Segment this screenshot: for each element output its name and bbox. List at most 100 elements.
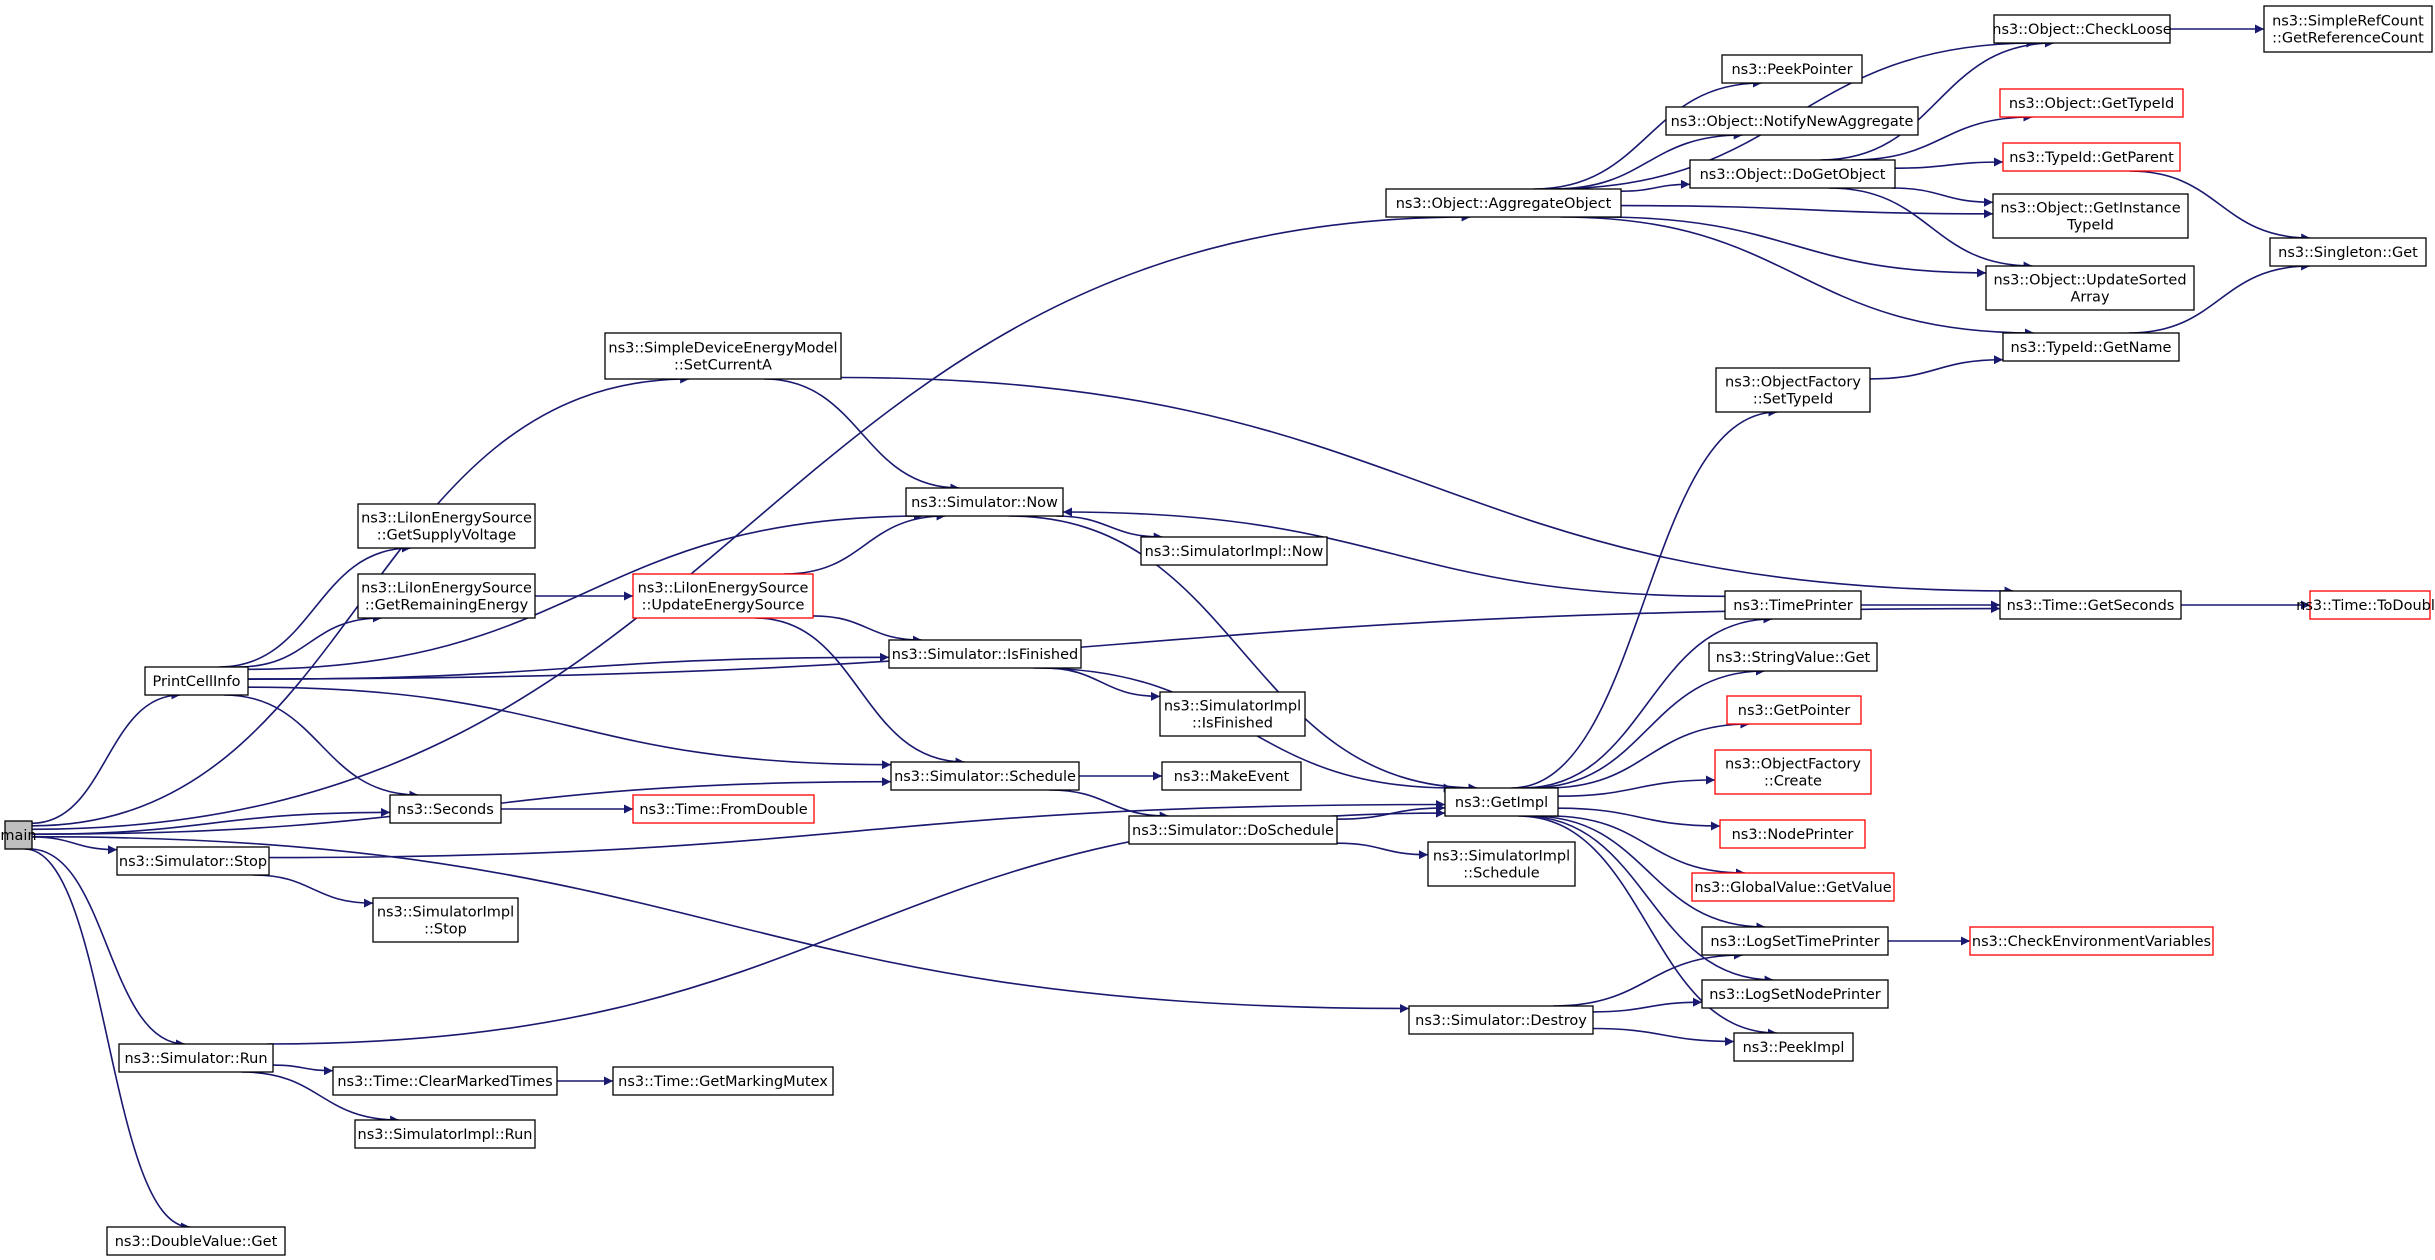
node-printcellinfo[interactable]: PrintCellInfo	[144, 666, 249, 696]
node-time_todouble[interactable]: ns3::Time::ToDouble	[2296, 590, 2435, 620]
node-label-liion_supply-1: ::GetSupplyVoltage	[377, 528, 516, 544]
node-liion_remaining[interactable]: ns3::LiIonEnergySource::GetRemainingEner…	[357, 573, 536, 619]
node-getpointer[interactable]: ns3::GetPointer	[1726, 695, 1862, 725]
node-stringvalue_get[interactable]: ns3::StringValue::Get	[1708, 642, 1878, 672]
edge-printcellinfo-to-seconds	[223, 694, 419, 800]
node-box-simimpl_run	[354, 1119, 536, 1149]
node-time_getseconds[interactable]: ns3::Time::GetSeconds	[1999, 590, 2182, 620]
edge-getimpl-to-logsettimeprinter	[1531, 815, 1766, 932]
node-box-liion_update	[632, 573, 814, 619]
node-box-getpointer	[1726, 695, 1862, 725]
node-sim_doschedule[interactable]: ns3::Simulator::DoSchedule	[1128, 815, 1338, 845]
edges-layer	[24, 24, 2311, 1232]
node-obj_dogetobject[interactable]: ns3::Object::DoGetObject	[1689, 159, 1896, 189]
node-main[interactable]: main	[0, 820, 37, 850]
node-box-simimpl_stop	[372, 897, 519, 943]
node-simimpl_now[interactable]: ns3::SimulatorImpl::Now	[1140, 536, 1328, 566]
node-obj_notifynew[interactable]: ns3::Object::NotifyNewAggregate	[1665, 106, 1919, 136]
node-doublevalue_get[interactable]: ns3::DoubleValue::Get	[106, 1226, 286, 1256]
edge-sim_stop-to-simimpl_stop	[252, 874, 374, 908]
node-liion_supply[interactable]: ns3::LiIonEnergySource::GetSupplyVoltage	[357, 503, 536, 549]
node-label-liion_remaining-0: ns3::LiIonEnergySource	[361, 581, 532, 597]
node-box-liion_remaining	[357, 573, 536, 619]
node-label-sim_run-0: ns3::Simulator::Run	[124, 1051, 267, 1067]
node-box-typeid_getname	[2002, 332, 2180, 362]
node-time_clearmarked[interactable]: ns3::Time::ClearMarkedTimes	[332, 1066, 558, 1096]
node-typeid_getparent[interactable]: ns3::TypeId::GetParent	[2002, 142, 2181, 172]
node-box-nodeprinter	[1719, 819, 1866, 849]
node-label-time_getseconds-0: ns3::Time::GetSeconds	[2007, 598, 2175, 614]
node-label-obj_checkloose-0: ns3::Object::CheckLoose	[1992, 22, 2171, 38]
node-timeprinter[interactable]: ns3::TimePrinter	[1724, 590, 1862, 620]
node-label-liion_update-1: ::UpdateEnergySource	[642, 598, 805, 614]
node-box-time_clearmarked	[332, 1066, 558, 1096]
node-obj_aggregate[interactable]: ns3::Object::AggregateObject	[1385, 188, 1622, 218]
edge-getimpl-to-logsetnodeprinter	[1522, 815, 1774, 985]
edge-sim_doschedule-to-getimpl	[1336, 803, 1446, 820]
node-label-objfactory_settypeid-1: ::SetTypeId	[1753, 392, 1833, 408]
node-peekimpl[interactable]: ns3::PeekImpl	[1733, 1032, 1854, 1062]
node-seconds[interactable]: ns3::Seconds	[389, 794, 502, 824]
node-checkenvvars[interactable]: ns3::CheckEnvironmentVariables	[1969, 926, 2214, 956]
node-sim_stop[interactable]: ns3::Simulator::Stop	[116, 846, 270, 876]
node-label-peekpointer-0: ns3::PeekPointer	[1731, 62, 1852, 78]
node-sim_isfinished[interactable]: ns3::Simulator::IsFinished	[888, 639, 1082, 669]
node-time_getmarkingmutex[interactable]: ns3::Time::GetMarkingMutex	[612, 1066, 834, 1096]
node-box-seconds	[389, 794, 502, 824]
node-label-liion_remaining-1: ::GetRemainingEnergy	[365, 598, 529, 614]
node-objfactory_create[interactable]: ns3::ObjectFactory::Create	[1714, 749, 1872, 795]
node-label-time_todouble-0: ns3::Time::ToDouble	[2296, 598, 2435, 614]
node-obj_checkloose[interactable]: ns3::Object::CheckLoose	[1992, 14, 2172, 44]
node-box-sim_doschedule	[1128, 815, 1338, 845]
edge-sdem_setcurrent-to-sim_now	[764, 378, 960, 493]
node-singleton_get[interactable]: ns3::Singleton::Get	[2269, 237, 2427, 267]
node-box-objfactory_settypeid	[1715, 367, 1871, 413]
node-globalvalue_getvalue[interactable]: ns3::GlobalValue::GetValue	[1691, 872, 1895, 902]
node-simimpl_schedule[interactable]: ns3::SimulatorImpl::Schedule	[1427, 841, 1576, 887]
edge-objfactory_settypeid-to-typeid_getname	[1869, 355, 2004, 380]
node-label-sdem_setcurrent-0: ns3::SimpleDeviceEnergyModel	[608, 341, 837, 357]
node-simimpl_stop[interactable]: ns3::SimulatorImpl::Stop	[372, 897, 519, 943]
node-time_fromdouble[interactable]: ns3::Time::FromDouble	[632, 794, 815, 824]
node-label-doublevalue_get-0: ns3::DoubleValue::Get	[115, 1234, 278, 1250]
node-simimpl_run[interactable]: ns3::SimulatorImpl::Run	[354, 1119, 536, 1149]
node-label-objfactory_create-1: ::Create	[1764, 774, 1822, 790]
node-logsettimeprinter[interactable]: ns3::LogSetTimePrinter	[1701, 926, 1889, 956]
edge-obj_dogetobject-to-obj_getinstance	[1891, 187, 1994, 207]
node-nodeprinter[interactable]: ns3::NodePrinter	[1719, 819, 1866, 849]
node-sim_now[interactable]: ns3::Simulator::Now	[905, 487, 1064, 517]
edge-obj_dogetobject-to-obj_gettypeid	[1851, 112, 2033, 161]
node-simimpl_isfinished[interactable]: ns3::SimulatorImpl::IsFinished	[1159, 691, 1306, 737]
node-box-getimpl	[1444, 787, 1559, 817]
node-sim_run[interactable]: ns3::Simulator::Run	[118, 1043, 274, 1073]
node-peekpointer[interactable]: ns3::PeekPointer	[1721, 54, 1863, 84]
edge-sim_schedule-to-sim_doschedule	[1049, 789, 1169, 821]
node-box-obj_updatesorted	[1985, 265, 2195, 311]
node-sim_destroy[interactable]: ns3::Simulator::Destroy	[1408, 1005, 1594, 1035]
node-makeevent[interactable]: ns3::MakeEvent	[1161, 761, 1302, 791]
node-sim_schedule[interactable]: ns3::Simulator::Schedule	[890, 761, 1080, 791]
node-label-getimpl-0: ns3::GetImpl	[1455, 795, 1548, 811]
node-typeid_getname[interactable]: ns3::TypeId::GetName	[2002, 332, 2180, 362]
node-objfactory_settypeid[interactable]: ns3::ObjectFactory::SetTypeId	[1715, 367, 1871, 413]
node-simplerefcount[interactable]: ns3::SimpleRefCount::GetReferenceCount	[2263, 5, 2433, 53]
node-getimpl[interactable]: ns3::GetImpl	[1444, 787, 1559, 817]
node-label-globalvalue_getvalue-0: ns3::GlobalValue::GetValue	[1694, 880, 1891, 896]
node-obj_gettypeid[interactable]: ns3::Object::GetTypeId	[1999, 88, 2184, 118]
node-sdem_setcurrent[interactable]: ns3::SimpleDeviceEnergyModel::SetCurrent…	[604, 332, 842, 380]
edge-typeid_getparent-to-singleton_get	[2129, 170, 2311, 243]
node-label-obj_getinstance-0: ns3::Object::GetInstance	[2000, 201, 2180, 217]
node-box-peekimpl	[1733, 1032, 1854, 1062]
node-liion_update[interactable]: ns3::LiIonEnergySource::UpdateEnergySour…	[632, 573, 814, 619]
node-label-simimpl_isfinished-0: ns3::SimulatorImpl	[1164, 699, 1301, 715]
node-box-typeid_getparent	[2002, 142, 2181, 172]
edge-main-to-printcellinfo	[31, 690, 181, 825]
node-logsetnodeprinter[interactable]: ns3::LogSetNodePrinter	[1701, 979, 1889, 1009]
node-box-globalvalue_getvalue	[1691, 872, 1895, 902]
node-label-obj_getinstance-1: TypeId	[2066, 218, 2114, 234]
node-box-liion_supply	[357, 503, 536, 549]
node-label-liion_supply-0: ns3::LiIonEnergySource	[361, 511, 532, 527]
nodes-layer: mainns3::DoubleValue::GetPrintCellInfons…	[0, 5, 2435, 1256]
